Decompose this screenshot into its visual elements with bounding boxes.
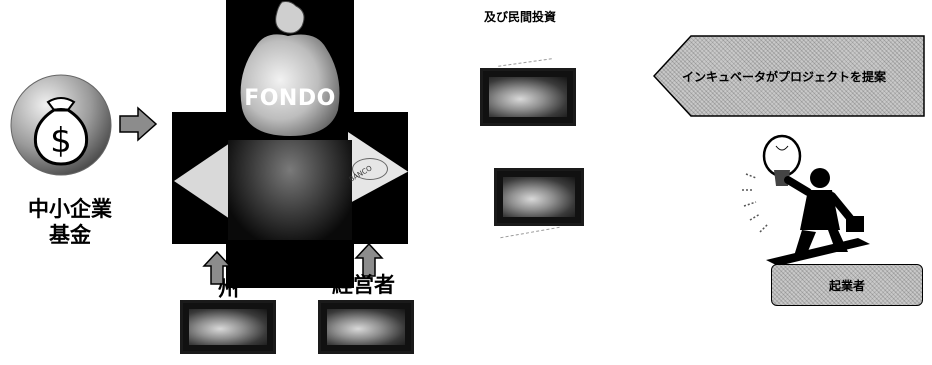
manager-investor-photo [318, 300, 414, 354]
manager-label: 経営者 [332, 273, 395, 297]
private-investor-photo [480, 68, 576, 126]
private-investor-photo [494, 168, 584, 226]
state-label: 州 [218, 277, 239, 301]
fund-label: 中小企業 基金 [4, 196, 136, 248]
incubator-banner [654, 36, 924, 116]
entrepreneur-box: 起業者 [771, 264, 923, 306]
fondo-title: FONDO [244, 86, 336, 111]
money-bag-icon [226, 0, 354, 140]
svg-text:$: $ [50, 121, 72, 161]
incubator-banner-outline [653, 35, 925, 117]
right-arrow-icon [118, 106, 158, 142]
dashed-arrow [498, 58, 552, 67]
fund-label-line2: 基金 [49, 223, 91, 247]
card-left-tip [174, 143, 230, 219]
dashed-arrow [500, 226, 560, 239]
fund-label-line1: 中小企業 [28, 197, 112, 221]
incubator-banner-text: インキュベータがプロジェクトを提案 [682, 70, 887, 84]
entrepreneur-figure [738, 134, 878, 266]
state-investor-photo [180, 300, 276, 354]
private-investment-title: 及び民間投資 [484, 10, 557, 24]
up-arrow-icon [354, 242, 384, 278]
entrepreneur-label: 起業者 [828, 278, 865, 293]
fondo-graphic: FONDO BANCO [172, 0, 408, 288]
fund-icon: $ [8, 72, 114, 178]
center-inner-panel [228, 140, 352, 240]
up-arrow-icon [202, 250, 232, 286]
